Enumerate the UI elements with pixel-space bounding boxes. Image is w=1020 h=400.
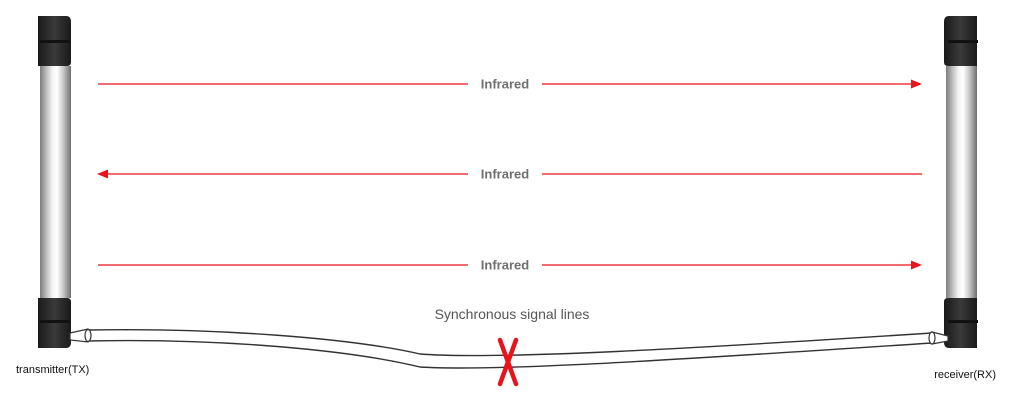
receiver-device bbox=[944, 16, 978, 348]
receiver-cap-groove bbox=[948, 40, 978, 43]
beam-1-arrowhead bbox=[911, 79, 922, 89]
cable-edge-bottom bbox=[87, 339, 933, 369]
receiver-cap-groove-bottom bbox=[948, 320, 978, 323]
beam-2-arrowhead bbox=[97, 169, 108, 179]
cable-end-right bbox=[928, 331, 936, 345]
receiver-label: receiver(RX) bbox=[934, 369, 996, 381]
receiver-tube bbox=[946, 66, 977, 298]
beam-3-arrowhead bbox=[911, 260, 922, 270]
transmitter-tube bbox=[40, 66, 71, 298]
break-stroke-2 bbox=[497, 337, 519, 387]
beam-3-label: Infrared bbox=[481, 258, 529, 273]
beam-2: Infrared bbox=[97, 167, 922, 182]
beam-1: Infrared bbox=[98, 77, 922, 92]
beam-2-label: Infrared bbox=[481, 167, 529, 182]
transmitter-device bbox=[38, 16, 71, 348]
cable-end-left bbox=[84, 328, 92, 343]
transmitter-label: transmitter(TX) bbox=[16, 364, 89, 376]
cable-break-x-icon bbox=[497, 337, 519, 387]
beam-1-label: Infrared bbox=[481, 77, 529, 92]
signal-cable bbox=[69, 328, 949, 369]
transmitter-cap-groove bbox=[40, 40, 70, 43]
transmitter-cap-groove-bottom bbox=[40, 320, 70, 323]
beam-3: Infrared bbox=[98, 258, 922, 273]
signal-lines-label: Synchronous signal lines bbox=[435, 306, 590, 322]
cable-edge-top bbox=[87, 329, 933, 357]
